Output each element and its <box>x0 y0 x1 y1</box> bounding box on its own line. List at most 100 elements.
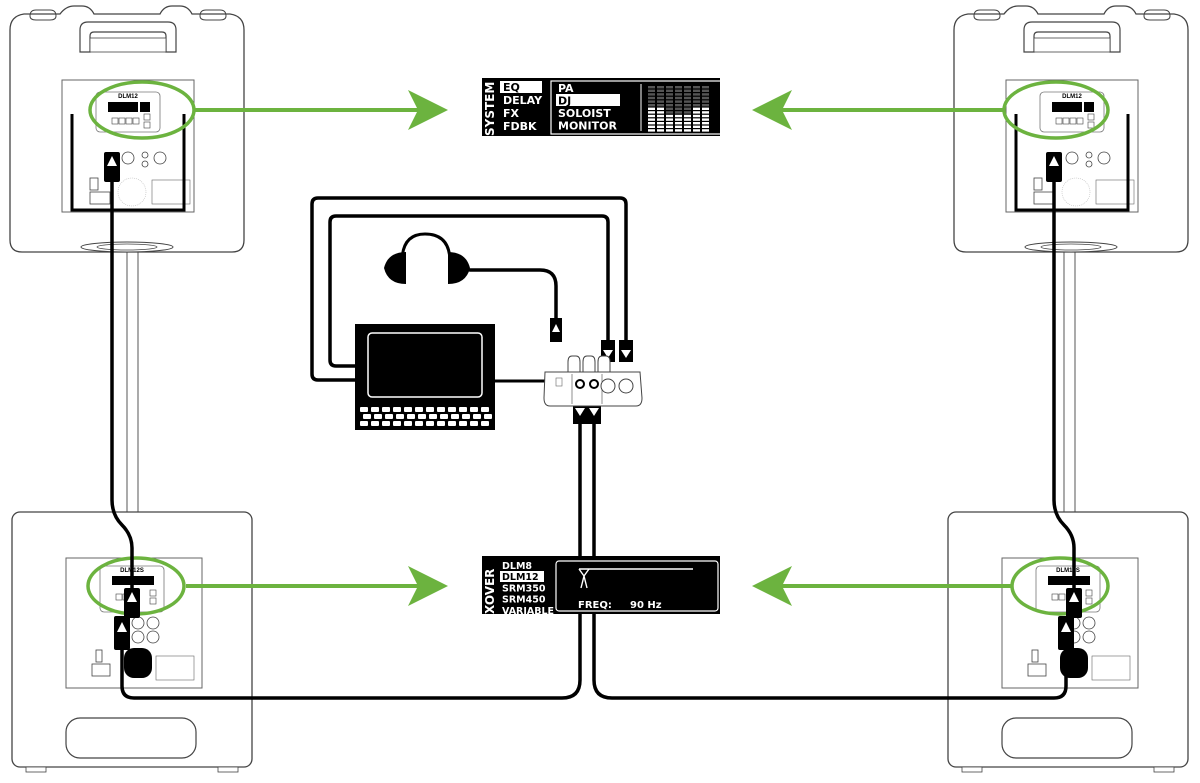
keyboard-key <box>404 407 412 412</box>
eq-bar-segment <box>657 100 664 103</box>
eq-bar-segment <box>657 125 664 128</box>
eq-bar-segment <box>675 125 682 128</box>
eq-bar-segment <box>666 125 673 128</box>
eq-bar-segment <box>657 129 664 132</box>
eq-bar-segment <box>693 118 700 121</box>
eq-bar-segment <box>666 111 673 114</box>
eq-bar-segment <box>657 114 664 118</box>
eq-bar-segment <box>648 129 655 132</box>
eq-bar-segment <box>702 104 709 107</box>
eq-bar-segment <box>684 93 691 96</box>
eq-bar-segment <box>693 100 700 103</box>
eq-bar-segment <box>684 118 691 121</box>
eq-bar-segment <box>702 129 709 132</box>
eq-bar-segment <box>666 114 673 118</box>
eq-bar-segment <box>657 86 664 89</box>
eq-bar-segment <box>666 129 673 132</box>
keyboard-key <box>440 414 448 419</box>
keyboard-key <box>385 414 393 419</box>
eq-bar-segment <box>684 114 691 118</box>
eq-bar-segment <box>684 107 691 110</box>
eq-bar-segment <box>648 100 655 103</box>
eq-bar-graph <box>648 86 709 132</box>
keyboard-key <box>470 421 478 426</box>
keyboard-key <box>462 414 470 419</box>
keyboard-key <box>371 407 379 412</box>
xover-freq-label: FREQ: <box>578 600 612 611</box>
eq-bar-segment <box>693 125 700 128</box>
eq-bar-segment <box>675 111 682 114</box>
eq-bar-segment <box>648 111 655 114</box>
xover-freq-value: 90 Hz <box>630 600 662 611</box>
eq-bar-segment <box>666 104 673 107</box>
eq-bar-segment <box>684 100 691 103</box>
keyboard-key <box>448 421 456 426</box>
system-option-item: DJ <box>558 95 571 108</box>
eq-bar-segment <box>702 107 709 110</box>
stand-pole-left <box>126 252 139 512</box>
keyboard-key <box>459 407 467 412</box>
eq-bar-segment <box>648 96 655 100</box>
speaker-top-right: DLM12 <box>953 5 1189 253</box>
connector-plugs <box>104 152 1082 650</box>
eq-bar-segment <box>693 104 700 107</box>
eq-bar-segment <box>684 86 691 89</box>
eq-bar-segment <box>648 107 655 110</box>
eq-bar-segment <box>702 96 709 100</box>
keyboard-key <box>429 414 437 419</box>
eq-bar-segment <box>675 114 682 118</box>
keyboard-key <box>363 414 371 419</box>
speaker-top-left: DLM12 <box>9 5 245 253</box>
eq-bar-segment <box>702 86 709 89</box>
eq-bar-segment <box>684 111 691 114</box>
eq-bar-segment <box>666 96 673 100</box>
eq-bar-segment <box>657 111 664 114</box>
eq-bar-segment <box>657 96 664 100</box>
eq-bar-segment <box>657 104 664 107</box>
model-label: DLM12S <box>1056 568 1080 574</box>
eq-bar-segment <box>702 122 709 125</box>
eq-bar-segment <box>702 114 709 118</box>
keyboard-key <box>396 414 404 419</box>
keyboard-key <box>481 421 489 426</box>
eq-bar-segment <box>666 93 673 96</box>
keyboard-key <box>426 407 434 412</box>
eq-bar-segment <box>702 89 709 92</box>
eq-bar-segment <box>702 111 709 114</box>
eq-bar-segment <box>675 89 682 92</box>
xover-option-item: SRM350 <box>502 583 546 594</box>
cable-top-left-to-sub-left <box>110 158 134 602</box>
eq-bar-segment <box>702 100 709 103</box>
eq-bar-segment <box>693 111 700 114</box>
callout-arrows <box>186 90 1012 606</box>
keyboard-key <box>437 407 445 412</box>
eq-bar-segment <box>702 93 709 96</box>
stand-pole-right <box>1063 252 1076 512</box>
xover-side-label: XOVER <box>483 569 497 614</box>
eq-bar-segment <box>648 118 655 121</box>
rear-panel: DLM12 <box>70 91 191 212</box>
eq-bar-segment <box>693 96 700 100</box>
system-menu-item: FDBK <box>503 120 537 133</box>
keyboard-key <box>415 407 423 412</box>
cable-top-right-to-sub-right <box>1052 158 1076 602</box>
cable-headphones <box>468 268 558 327</box>
eq-bar-segment <box>693 107 700 110</box>
eq-bar-segment <box>693 114 700 118</box>
keyboard-key <box>382 421 390 426</box>
eq-bar-segment <box>666 118 673 121</box>
keyboard-key <box>459 421 467 426</box>
eq-bar-segment <box>657 122 664 125</box>
keyboard-key <box>371 421 379 426</box>
eq-bar-segment <box>684 96 691 100</box>
eq-bar-segment <box>684 122 691 125</box>
xover-option-item: DLM12 <box>502 572 539 583</box>
eq-bar-segment <box>666 122 673 125</box>
eq-bar-segment <box>657 93 664 96</box>
eq-bar-segment <box>648 93 655 96</box>
keyboard-key <box>360 421 368 426</box>
keyboard-key <box>374 414 382 419</box>
eq-bar-segment <box>684 125 691 128</box>
callout-ring <box>88 80 196 140</box>
keyboard-key <box>451 414 459 419</box>
